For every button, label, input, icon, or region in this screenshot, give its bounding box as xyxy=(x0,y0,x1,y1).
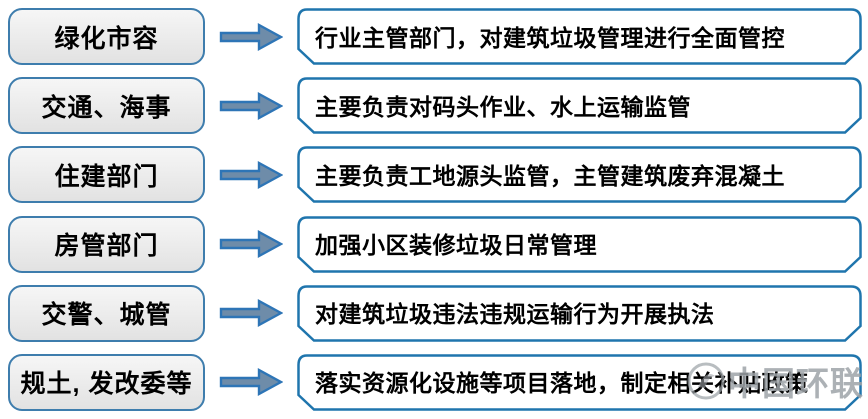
arrow-wrap xyxy=(205,21,297,53)
flow-row: 交警、城管 对建筑垃圾违法违规运输行为开展执法 xyxy=(8,284,862,342)
description-box-shape xyxy=(297,77,862,134)
description-box: 加强小区装修垃圾日常管理 xyxy=(297,215,862,273)
description-box: 对建筑垃圾违法违规运输行为开展执法 xyxy=(297,285,862,342)
department-box: 交通、海事 xyxy=(8,77,205,135)
arrow-wrap xyxy=(205,366,297,398)
description-label: 对建筑垃圾违法违规运输行为开展执法 xyxy=(315,301,715,328)
description-label: 主要负责对码头作业、水上运输监管 xyxy=(315,93,691,120)
arrow-wrap xyxy=(205,90,297,122)
description-box: 行业主管部门，对建筑垃圾管理进行全面管控 xyxy=(297,8,862,65)
department-box: 交警、城管 xyxy=(8,284,205,342)
department-label: 交通、海事 xyxy=(41,93,172,122)
flow-row: 房管部门 加强小区装修垃圾日常管理 xyxy=(8,215,862,273)
department-box: 绿化市容 xyxy=(8,8,205,65)
arrow-right-icon xyxy=(219,230,283,259)
arrow-wrap xyxy=(205,297,297,329)
description-box-shape xyxy=(297,146,862,204)
department-box: 住建部门 xyxy=(8,146,205,204)
arrow-right-icon xyxy=(219,299,283,328)
description-label: 行业主管部门，对建筑垃圾管理进行全面管控 xyxy=(315,24,785,51)
description-box-shape xyxy=(297,8,862,65)
description-label: 落实资源化设施等项目落地，制定相关补贴政策 xyxy=(315,370,809,397)
department-label: 交警、城管 xyxy=(41,301,172,330)
arrow-right-icon xyxy=(219,91,283,120)
flow-row: 交通、海事 主要负责对码头作业、水上运输监管 xyxy=(8,77,862,135)
description-box: 主要负责对码头作业、水上运输监管 xyxy=(297,77,862,134)
description-box: 主要负责工地源头监管，主管建筑废弃混凝土 xyxy=(297,146,862,204)
department-box: 房管部门 xyxy=(8,215,205,273)
department-label: 房管部门 xyxy=(54,232,159,261)
description-label: 加强小区装修垃圾日常管理 xyxy=(315,232,597,259)
department-label: 规土, 发改委等 xyxy=(20,370,193,399)
description-box: 落实资源化设施等项目落地，制定相关补贴政策 xyxy=(297,354,862,411)
description-box-shape xyxy=(297,285,862,342)
arrow-wrap xyxy=(205,228,297,260)
description-label: 主要负责工地源头监管，主管建筑废弃混凝土 xyxy=(315,162,785,189)
department-label: 住建部门 xyxy=(54,162,159,191)
flow-row: 绿化市容 行业主管部门，对建筑垃圾管理进行全面管控 xyxy=(8,8,862,65)
flow-row: 住建部门 主要负责工地源头监管，主管建筑废弃混凝土 xyxy=(8,146,862,204)
arrow-right-icon xyxy=(219,160,283,189)
flow-row: 规土, 发改委等 落实资源化设施等项目落地，制定相关补贴政策 xyxy=(8,353,862,411)
arrow-right-icon xyxy=(219,368,283,397)
description-box-shape xyxy=(297,215,862,273)
department-box: 规土, 发改委等 xyxy=(8,353,205,411)
arrow-right-icon xyxy=(219,22,283,51)
department-label: 绿化市容 xyxy=(54,24,159,53)
arrow-wrap xyxy=(205,159,297,191)
